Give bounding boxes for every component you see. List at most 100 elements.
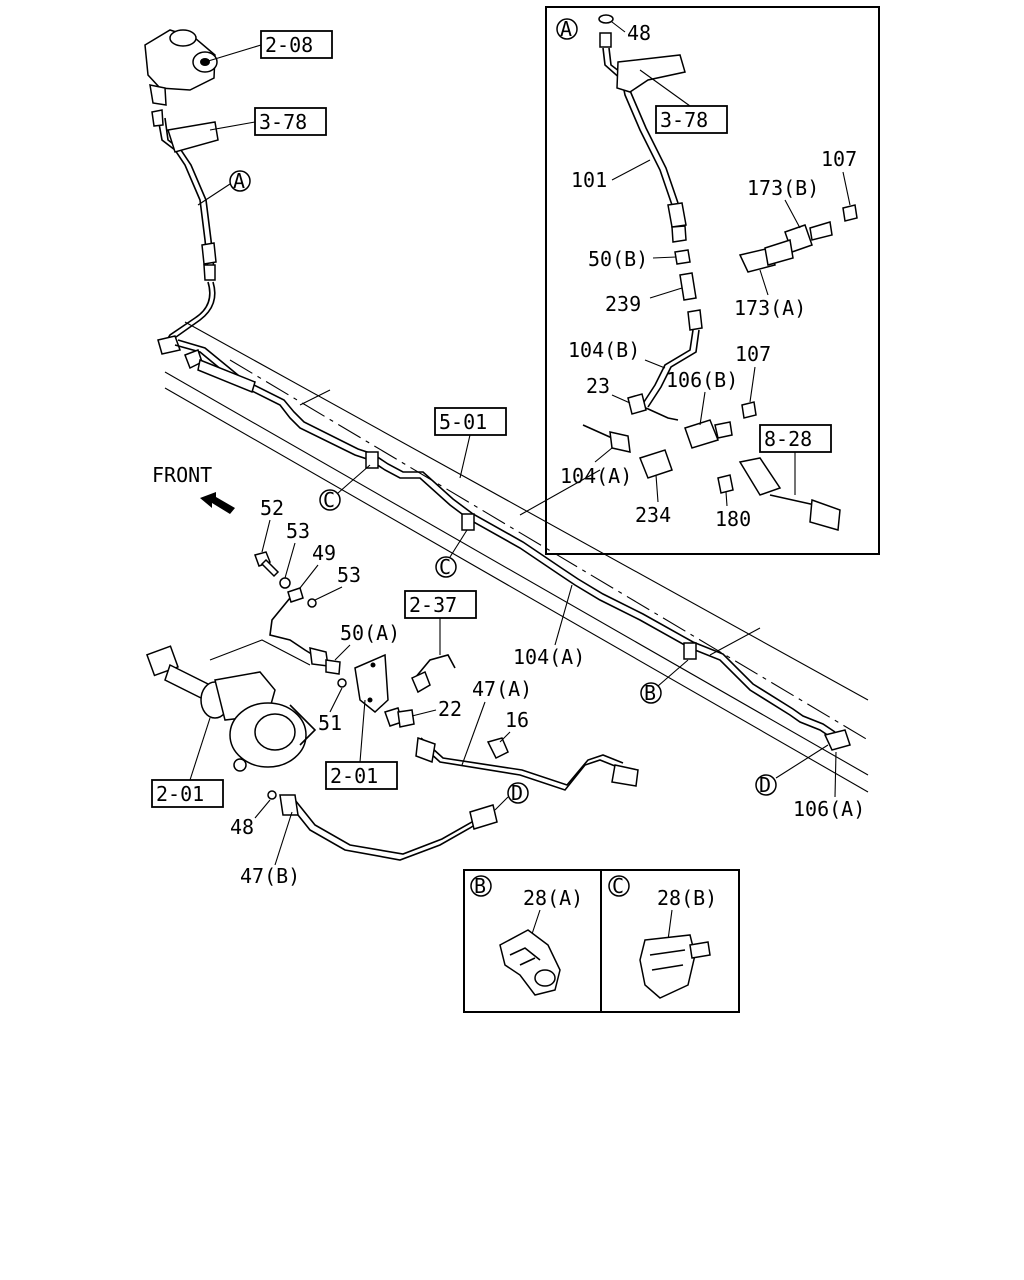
inset-c-leader <box>667 909 673 941</box>
inset-a-label-23: 23 <box>586 374 610 398</box>
label-49: 49 <box>312 541 336 565</box>
label-50a: 50(A) <box>340 621 400 645</box>
callout-2-01-b: 2-01 <box>330 764 378 788</box>
label-106a: 106(A) <box>793 797 865 821</box>
leader-51 <box>329 687 343 713</box>
front-arrow <box>200 492 235 514</box>
inset-b-label: 28(A) <box>523 886 583 910</box>
leader-2-08 <box>204 44 262 63</box>
inset-a-leader-107b <box>749 366 756 403</box>
fitting-47a-right <box>611 764 639 787</box>
callout-2-01-a-box <box>151 779 224 808</box>
leader-106a <box>834 751 837 798</box>
inset-a-label-48: 48 <box>627 21 651 45</box>
inset-a-label-101: 101 <box>571 168 607 192</box>
inset-a-label-173b: 173(B) <box>747 176 819 200</box>
label-47b: 47(B) <box>240 864 300 888</box>
svg-text:D: D <box>511 781 523 805</box>
marker-d-1: D <box>494 781 529 811</box>
inset-a-frame <box>545 6 880 555</box>
fitting-47b-right <box>469 804 498 830</box>
leader-50a <box>334 644 351 661</box>
label-51: 51 <box>318 711 342 735</box>
svg-text:B: B <box>644 681 656 705</box>
inset-a-hose-101 <box>598 14 687 243</box>
callout-3-78-box <box>254 107 327 136</box>
inset-a-label-180: 180 <box>715 507 751 531</box>
label-53a: 53 <box>286 519 310 543</box>
callout-2-37: 2-37 <box>409 593 457 617</box>
leader-2-01-b <box>359 699 366 763</box>
inset-a-leader-107a <box>842 171 851 206</box>
inset-a-leader-23 <box>611 394 631 404</box>
inset-a-leader-234 <box>655 474 659 503</box>
nut-50a-b <box>325 659 341 675</box>
pipe-104a-main <box>174 339 851 751</box>
inset-a-union-239 <box>679 272 697 301</box>
inset-a-elbow-234 <box>639 449 673 479</box>
leader-104a <box>554 584 573 646</box>
leader-16 <box>499 731 511 743</box>
inset-a-label-239: 239 <box>605 292 641 316</box>
leader-5-01 <box>459 434 471 479</box>
inset-a-plug-180 <box>717 474 734 494</box>
leader-47b <box>274 811 293 866</box>
clip-16 <box>486 737 509 760</box>
inset-a-switch-8-28 <box>738 457 841 531</box>
svg-text:C: C <box>439 555 451 579</box>
washer-51 <box>337 678 347 688</box>
leader-53b <box>314 586 343 601</box>
hose-47b-b <box>294 799 493 855</box>
inset-a-leader-173b <box>784 199 801 229</box>
label-22: 22 <box>438 697 462 721</box>
inset-a-leader-48 <box>611 21 626 33</box>
inset-c-clip-28b <box>639 934 711 999</box>
marker-c-2: C <box>435 529 468 579</box>
inset-a-label-107b: 107 <box>735 342 771 366</box>
inset-a-leader-3-78 <box>639 69 691 107</box>
inset-b-clip-28a <box>499 929 561 996</box>
label-53b: 53 <box>337 563 361 587</box>
washer-48 <box>267 790 277 800</box>
inset-a-tee-173 <box>738 204 858 273</box>
leader-2-01-a <box>189 717 211 781</box>
leader-49 <box>299 564 319 589</box>
inset-a-callout-3-78: 3-78 <box>660 108 708 132</box>
inset-a-stub-104a <box>582 424 613 439</box>
inset-a-leader-106b <box>699 391 706 426</box>
svg-text:B: B <box>474 874 486 898</box>
bolt-52 <box>254 551 280 578</box>
leader-53a <box>284 542 296 579</box>
inset-a-label-173a: 173(A) <box>734 296 806 320</box>
leader-47a <box>461 701 486 766</box>
inset-a-label-104b: 104(B) <box>568 338 640 362</box>
inset-c-marker: C <box>608 874 630 898</box>
leader-3-78 <box>209 121 256 131</box>
fitting-47a-left <box>415 736 436 764</box>
inset-a-leader-173a <box>759 269 769 296</box>
inset-a-label-50b: 50(B) <box>588 247 648 271</box>
inset-a-leader-104b <box>644 359 666 369</box>
washer-53b <box>307 598 317 608</box>
leader-22 <box>411 709 437 717</box>
inset-a-leader-180 <box>725 491 728 507</box>
marker-a-main: A <box>197 169 251 206</box>
bracket-51 <box>354 653 389 713</box>
svg-text:C: C <box>612 874 624 898</box>
marker-d-2: D <box>755 744 829 797</box>
label-52: 52 <box>260 496 284 520</box>
label-16: 16 <box>505 708 529 732</box>
fitting-2-37 <box>411 670 431 694</box>
callout-2-37-box <box>404 590 477 619</box>
front-label: FRONT <box>152 463 212 487</box>
inset-a-leader-104a <box>594 447 613 463</box>
inset-b-marker: B <box>470 874 492 898</box>
leader-48 <box>254 799 271 819</box>
inset-a-label-107a: 107 <box>821 147 857 171</box>
inset-a-tee-106b <box>684 401 757 449</box>
marker-c-1: C <box>319 464 371 512</box>
label-48: 48 <box>230 815 254 839</box>
svg-text:C: C <box>323 488 335 512</box>
callout-2-08: 2-08 <box>265 33 313 57</box>
svg-text:A: A <box>560 17 572 41</box>
